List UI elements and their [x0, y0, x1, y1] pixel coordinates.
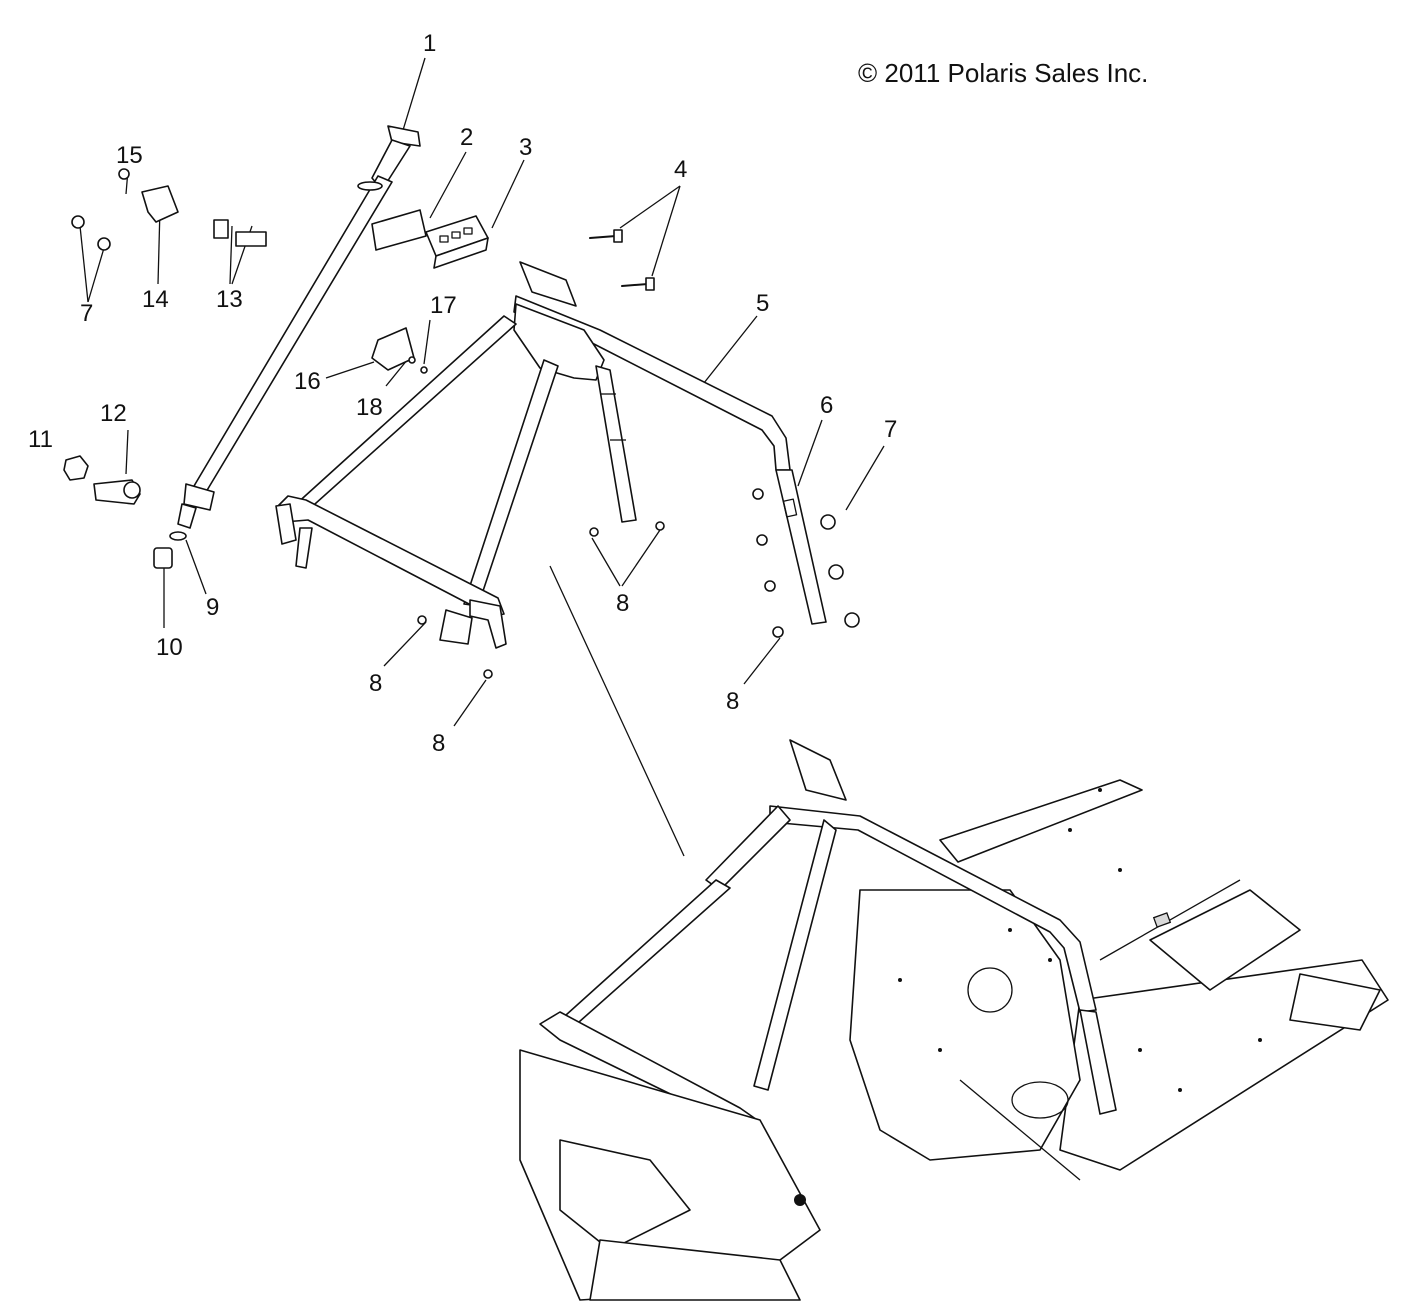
control-module-part	[425, 215, 489, 269]
callout-6: 6	[820, 392, 834, 419]
bracket-plate-part	[371, 209, 427, 251]
callout-13: 13	[216, 286, 243, 313]
callout-11: 11	[28, 426, 53, 453]
callout-8-right: 8	[726, 688, 740, 715]
small-parts	[63, 168, 428, 569]
callout-1: 1	[423, 30, 437, 57]
callout-17: 17	[430, 292, 457, 319]
callout-7-right: 7	[884, 416, 898, 443]
callout-3: 3	[519, 134, 533, 161]
fasteners-part	[71, 215, 860, 679]
assembled-frame-view	[519, 739, 1389, 1301]
pins-part	[589, 229, 655, 291]
callout-4: 4	[674, 156, 688, 183]
callout-8-left: 8	[369, 670, 383, 697]
callout-9: 9	[206, 594, 220, 621]
leader-lines	[79, 57, 885, 857]
callout-16: 16	[294, 368, 321, 395]
callout-14: 14	[142, 286, 169, 313]
callout-8-center: 8	[616, 590, 630, 617]
callout-7-left: 7	[80, 300, 94, 327]
copyright-notice: © 2011 Polaris Sales Inc.	[858, 58, 1149, 88]
callout-18: 18	[356, 394, 383, 421]
callout-2: 2	[460, 124, 474, 151]
callout-15: 15	[116, 142, 143, 169]
steering-column-part	[177, 125, 421, 529]
callout-10: 10	[156, 634, 183, 661]
callout-8-bottom: 8	[432, 730, 446, 757]
callout-5: 5	[756, 290, 770, 317]
upper-frame-part	[275, 261, 827, 649]
callout-12: 12	[100, 400, 127, 427]
